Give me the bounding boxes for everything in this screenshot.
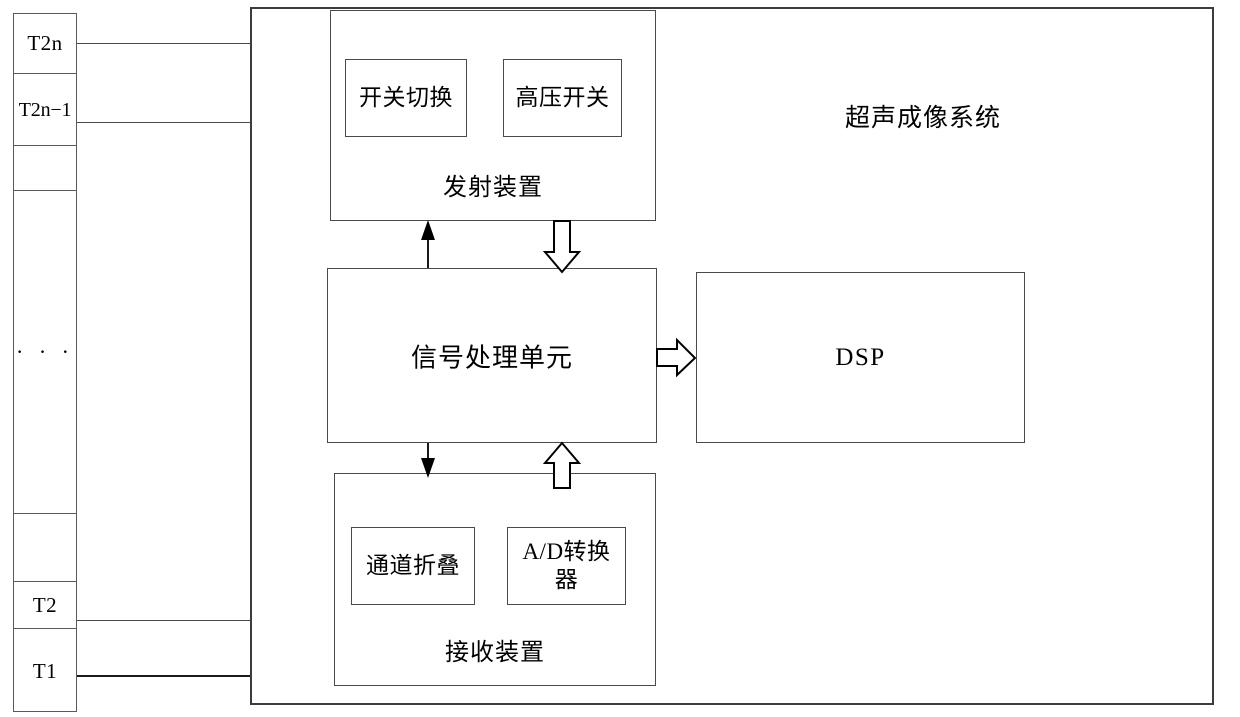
lead-wire-t2n-1 — [77, 122, 251, 123]
module-high-voltage-switch-label: 高压开关 — [515, 84, 610, 111]
module-channel-folding-label: 通道折叠 — [366, 552, 460, 579]
module-switch-toggle: 开关切换 — [345, 59, 467, 137]
system-title: 超声成像系统 — [845, 103, 1002, 132]
module-channel-folding: 通道折叠 — [351, 527, 475, 605]
module-ad-converter: A/D转换器 — [507, 527, 626, 605]
module-high-voltage-switch: 高压开关 — [503, 59, 622, 137]
transducer-label-t1: T1 — [32, 658, 58, 683]
transducer-ellipsis-label: · · · — [16, 339, 74, 364]
lead-wire-t2 — [77, 620, 251, 621]
transducer-label-t2n: T2n — [27, 31, 63, 55]
module-ad-converter-label: A/D转换器 — [522, 538, 611, 592]
signal-processing-unit-box: 信号处理单元 — [327, 268, 657, 443]
module-switch-toggle-label: 开关切换 — [359, 84, 453, 111]
transducer-label-t2: T2 — [32, 592, 58, 617]
transducer-cell-t2: T2 — [14, 582, 76, 629]
transmit-device-box: 开关切换 高压开关 发射装置 — [330, 10, 656, 221]
transducer-cell-t2n-1: T2n−1 — [14, 74, 76, 146]
receive-device-box: 通道折叠 A/D转换器 接收装置 — [334, 473, 656, 686]
dsp-unit-box: DSP — [696, 272, 1025, 443]
ultrasound-imaging-system-frame — [250, 7, 1214, 705]
receive-device-caption: 接收装置 — [445, 638, 545, 666]
transducer-cell-t1: T1 — [14, 629, 76, 713]
lead-wire-t2n — [77, 43, 251, 44]
signal-processing-unit-label: 信号处理单元 — [410, 343, 573, 373]
transmit-device-caption: 发射装置 — [443, 173, 543, 201]
transducer-array: T2n T2n−1 · · · T2 T1 — [13, 13, 77, 712]
transducer-label-t2n-1: T2n−1 — [18, 98, 72, 121]
dsp-unit-label: DSP — [835, 343, 886, 371]
transducer-cell-blank-lower — [14, 514, 76, 582]
transducer-cell-ellipsis: · · · — [14, 191, 76, 514]
lead-wire-t1 — [77, 675, 251, 677]
transducer-cell-t2n: T2n — [14, 14, 76, 74]
transducer-cell-blank-upper — [14, 146, 76, 191]
